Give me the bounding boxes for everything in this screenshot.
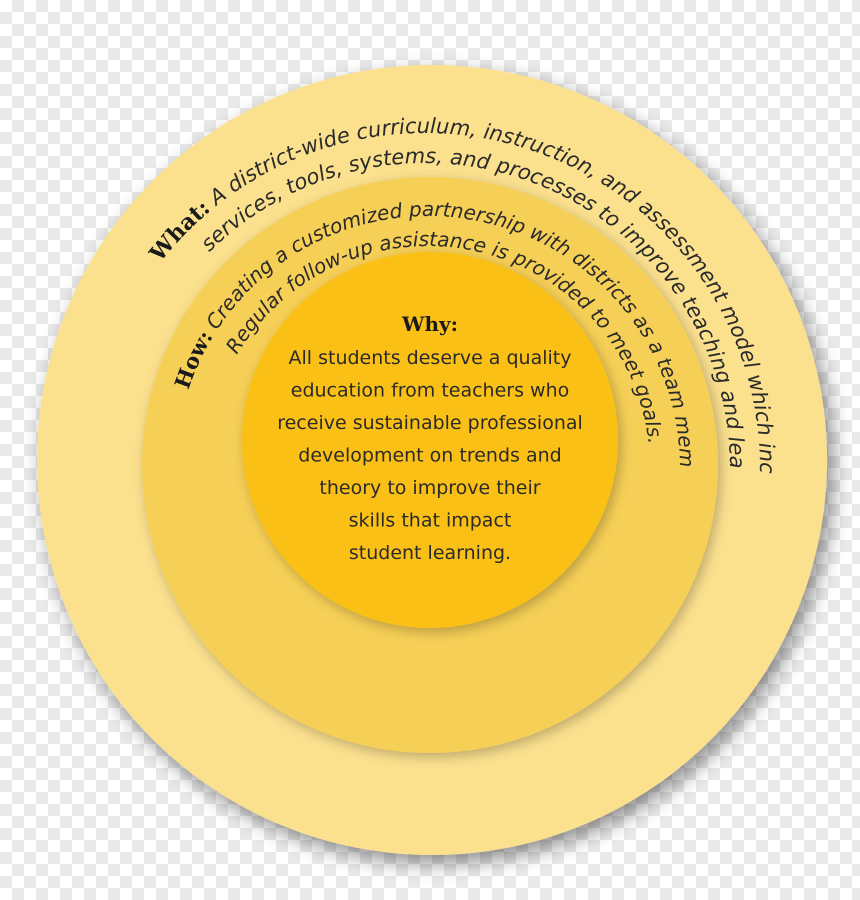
why-label: Why: [401,312,458,336]
inner-ring-why [242,252,618,628]
why-statement-line: skills that impact [349,510,512,532]
why-statement-line: education from teachers who [291,380,570,402]
why-statement-line: student learning. [349,542,511,564]
why-statement-line: theory to improve their [319,477,540,499]
why-statement-line: All students deserve a quality [289,347,572,369]
why-statement: All students deserve a quality education … [277,347,583,564]
why-statement-line: development on trends and [298,445,561,467]
why-statement-line: receive sustainable professional [277,412,583,434]
